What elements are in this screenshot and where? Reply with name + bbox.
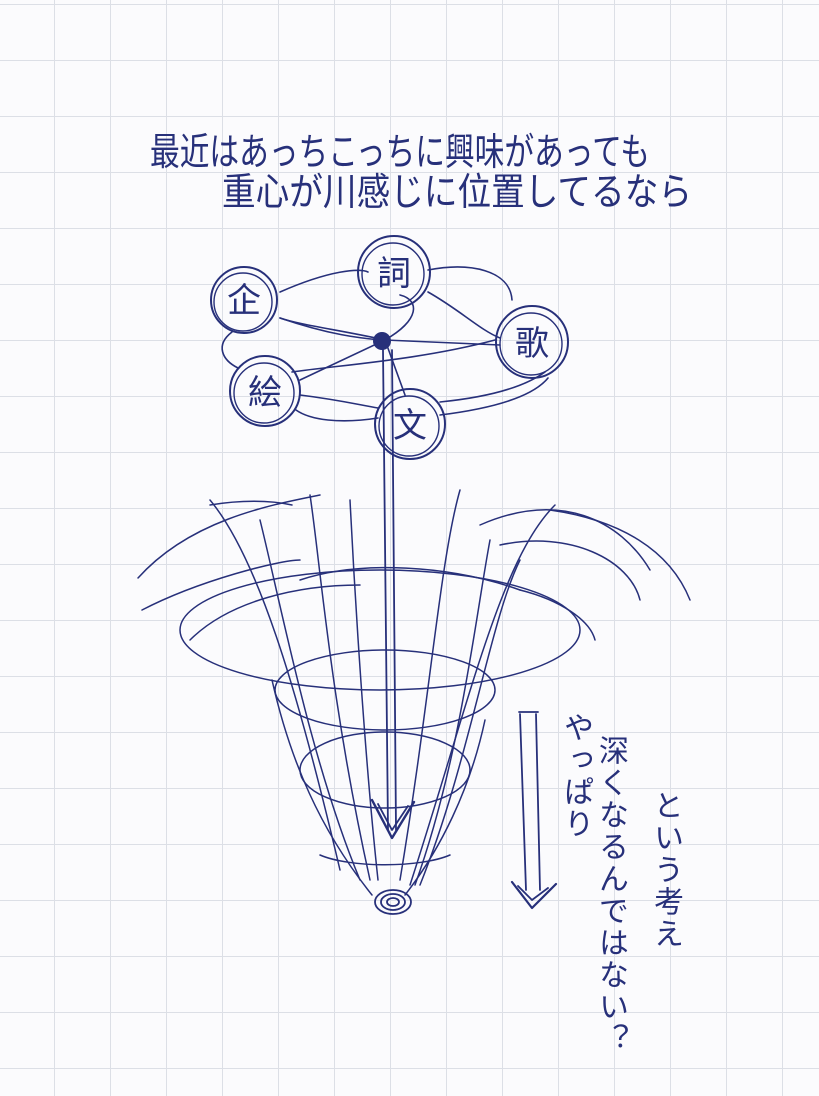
gravity-well-funnel bbox=[137, 489, 691, 896]
title-line-2: 重心が川感じに位置してるなら bbox=[222, 170, 692, 214]
node-uta: 歌 bbox=[495, 305, 569, 379]
node-shi: 詞 bbox=[357, 235, 431, 309]
side-note-deeper: 深くなるんではない？ bbox=[593, 735, 628, 1055]
node-bun: 文 bbox=[374, 388, 446, 460]
node-e: 絵 bbox=[229, 355, 301, 427]
central-down-arrow bbox=[370, 349, 416, 840]
center-of-gravity-dot bbox=[373, 332, 391, 350]
node-label-shi: 詞 bbox=[377, 254, 411, 294]
side-down-arrow bbox=[510, 711, 558, 910]
spiral-core bbox=[374, 889, 412, 915]
node-label-bun: 文 bbox=[393, 406, 427, 446]
node-label-e: 絵 bbox=[248, 373, 282, 413]
title-line-1: 最近はあっちこっちに興味があっても bbox=[150, 130, 650, 174]
node-label-kikaku: 企 bbox=[227, 281, 261, 321]
node-kikaku: 企 bbox=[210, 266, 278, 334]
node-label-uta: 歌 bbox=[515, 324, 549, 364]
side-note-yappari: やっぱり bbox=[558, 712, 593, 840]
side-note-idea: という考え bbox=[648, 790, 683, 950]
